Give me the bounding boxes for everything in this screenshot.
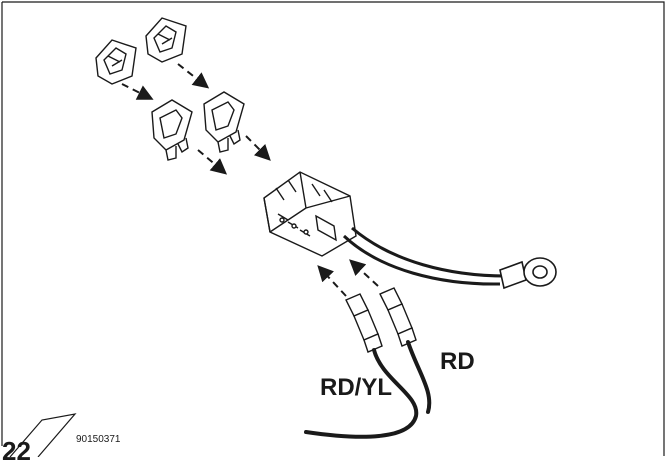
dashed-arrow-icon bbox=[121, 63, 379, 297]
blade-terminal-icon bbox=[345, 287, 417, 353]
fuse-connector-icon bbox=[263, 171, 357, 257]
lead-wires bbox=[304, 340, 432, 439]
diagram-canvas bbox=[1, 1, 665, 458]
page-frame bbox=[1, 1, 665, 458]
fuse-holder-clip-icon bbox=[95, 39, 137, 85]
figure-number: 22 bbox=[2, 436, 31, 466]
fuse-holder-clip-icon bbox=[145, 17, 187, 63]
mini-fuse-icon bbox=[203, 91, 245, 153]
wiring-diagram bbox=[1, 1, 665, 458]
mini-fuse-icon bbox=[151, 99, 193, 161]
wire-label-rdyl: RD/YL bbox=[320, 374, 392, 401]
ring-terminal-icon bbox=[499, 257, 557, 290]
wire-label-rd: RD bbox=[440, 348, 475, 375]
part-number: 90150371 bbox=[76, 434, 121, 445]
connector-wires bbox=[342, 226, 507, 286]
